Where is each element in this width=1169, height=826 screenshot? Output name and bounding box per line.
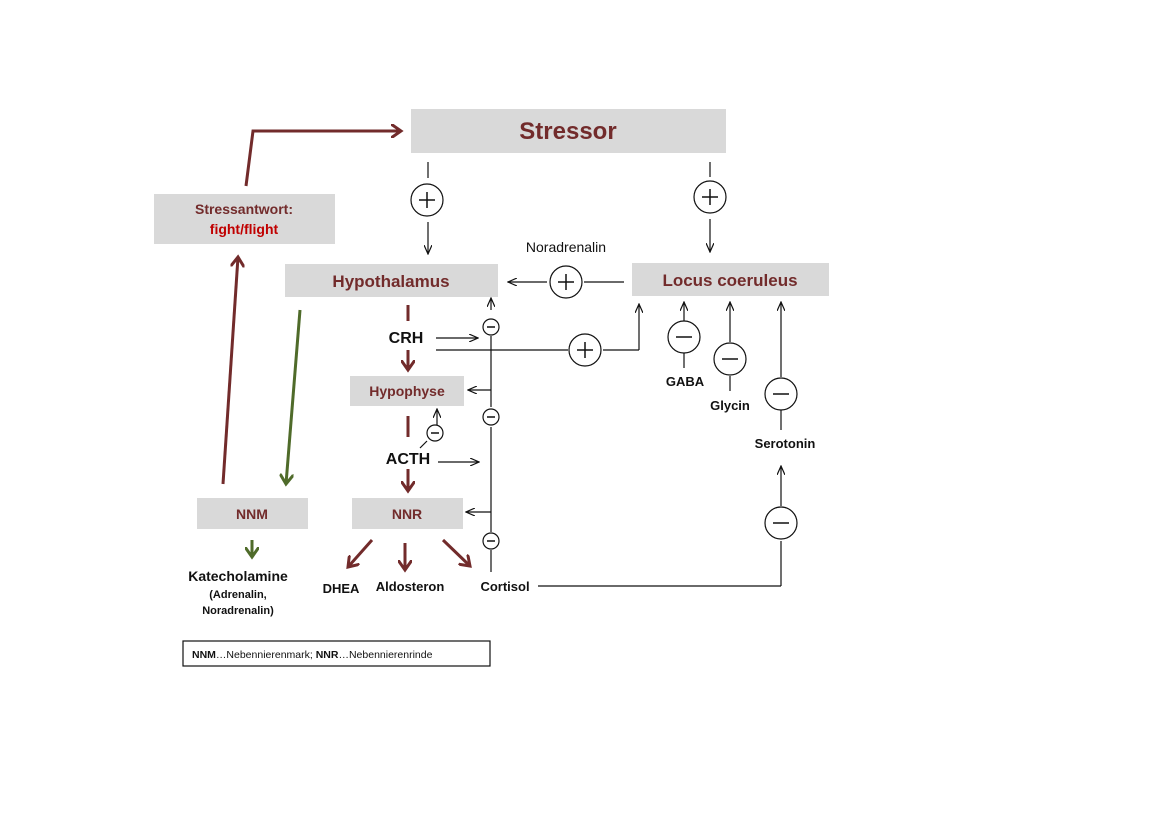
nnm-node: NNM	[197, 498, 308, 529]
minus-sign-feedback-hypothalamus	[482, 318, 500, 336]
legend-def-nnm: …Nebennierenmark;	[216, 649, 316, 661]
minus-sign-glycin	[713, 342, 747, 376]
fight-flight-label: fight/flight	[210, 221, 279, 237]
locus-coeruleus-node: Locus coeruleus	[632, 263, 829, 296]
minus-sign-feedback-hypophyse	[482, 408, 500, 426]
nnr-label: NNR	[392, 506, 422, 522]
hypophyse-label: Hypophyse	[369, 383, 445, 399]
serotonin-label: Serotonin	[755, 436, 816, 451]
katecholamine-label: Katecholamine	[188, 568, 288, 584]
noradrenalin-label: Noradrenalin	[526, 239, 606, 255]
nnm-to-stressantwort-arrow	[221, 257, 238, 485]
plus-sign-stressor-locus	[693, 180, 727, 214]
hypothalamus-node: Hypothalamus	[285, 264, 498, 297]
nnr-node: NNR	[352, 498, 463, 529]
labels: Noradrenalin CRH ACTH GABA Glycin Seroto…	[188, 239, 815, 617]
stressantwort-to-stressor-arrow	[244, 131, 401, 187]
crh-label: CRH	[389, 330, 424, 347]
acth-label: ACTH	[386, 451, 430, 468]
minus-sign-serotonin	[764, 377, 798, 411]
nnr-to-dhea-arrow	[348, 539, 374, 567]
legend-text: NNM…Nebennierenmark; NNR…Nebennierenrind…	[192, 649, 433, 661]
plus-sign-crh-locus	[568, 333, 602, 367]
legend-abbr-nnr: NNR	[316, 649, 339, 661]
katecholamine-sub2-label: Noradrenalin)	[202, 605, 274, 617]
stressantwort-label: Stressantwort:	[195, 201, 293, 217]
katecholamine-sub1-label: (Adrenalin,	[209, 589, 266, 601]
nnm-label: NNM	[236, 506, 268, 522]
plus-sign-noradrenalin	[549, 265, 583, 299]
plus-sign-stressor-hypothalamus	[410, 183, 444, 217]
cortisol-label: Cortisol	[480, 579, 529, 594]
sign-circles	[410, 180, 798, 550]
dhea-label: DHEA	[323, 581, 360, 596]
minus-sign-feedback-nnr	[482, 532, 500, 550]
nnm-pathway-arrows	[252, 309, 302, 557]
minus-sign-acth-hypophyse	[426, 424, 444, 442]
aldosteron-label: Aldosteron	[376, 579, 445, 594]
hypophyse-node: Hypophyse	[350, 376, 464, 406]
main-pathway-arrows	[221, 131, 470, 570]
nnr-to-cortisol-arrow	[441, 538, 470, 566]
legend-def-nnr: …Nebennierenrinde	[338, 649, 432, 661]
regulation-connectors	[419, 162, 781, 587]
gaba-label: GABA	[666, 374, 705, 389]
legend-abbr-nnm: NNM	[192, 649, 216, 661]
hypothalamus-to-nnm-arrow	[286, 309, 302, 484]
minus-sign-gaba	[667, 320, 701, 354]
locus-coeruleus-label: Locus coeruleus	[662, 271, 797, 290]
stressor-label: Stressor	[519, 118, 616, 145]
hypothalamus-label: Hypothalamus	[332, 272, 449, 291]
minus-sign-cortisol-serotonin	[764, 506, 798, 540]
stressor-node: Stressor	[411, 109, 726, 153]
legend: NNM…Nebennierenmark; NNR…Nebennierenrind…	[182, 640, 491, 667]
glycin-label: Glycin	[710, 398, 750, 413]
stressantwort-node: Stressantwort: fight/flight	[154, 194, 335, 244]
